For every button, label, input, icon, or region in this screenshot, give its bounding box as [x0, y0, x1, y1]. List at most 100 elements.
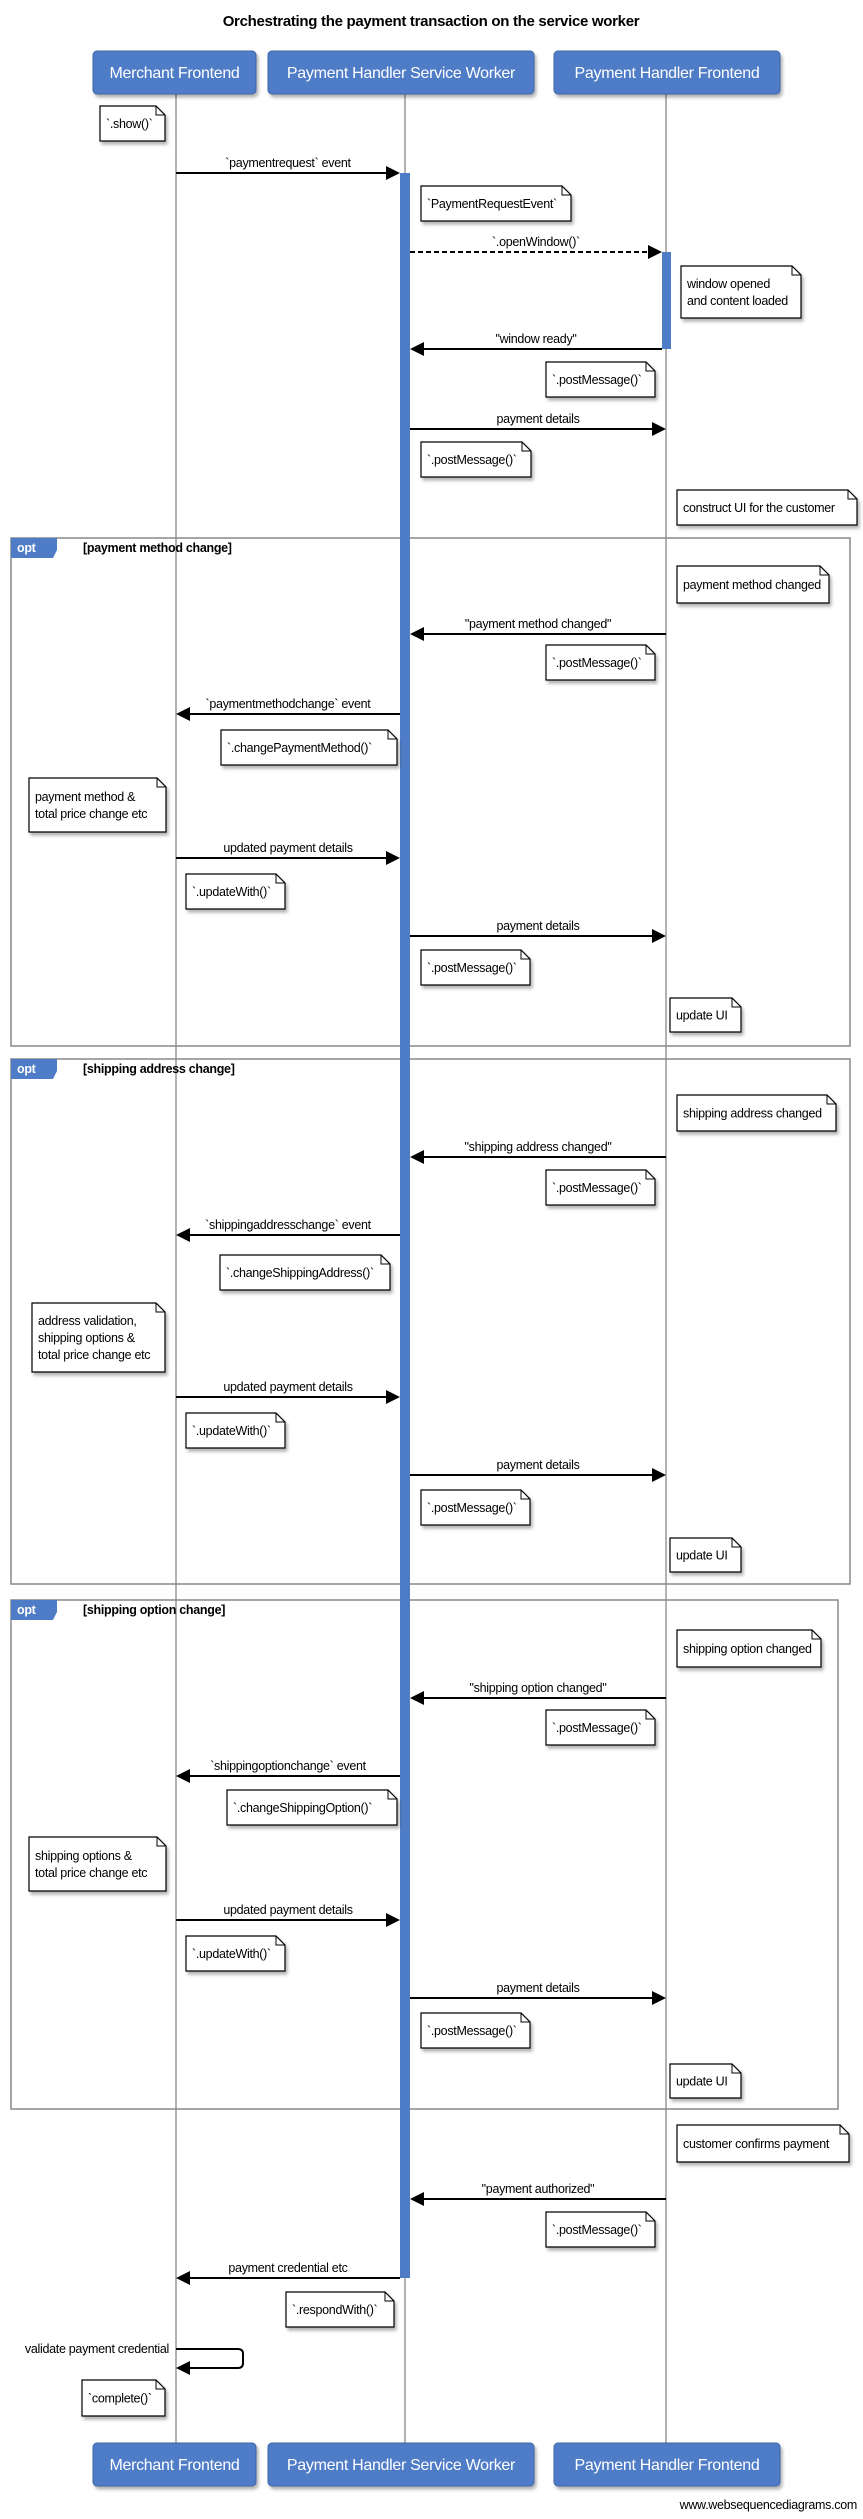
message-arrow: payment details	[410, 1981, 666, 2005]
note-text: `.updateWith()`	[192, 1424, 271, 1438]
message-label: "window ready"	[495, 332, 576, 346]
frame-condition: [shipping option change]	[83, 1603, 225, 1617]
note-text: shipping option changed	[683, 1642, 812, 1656]
note-text: `.postMessage()`	[552, 373, 642, 387]
note-text: `.postMessage()`	[427, 1501, 517, 1515]
note-text: `.postMessage()`	[427, 2024, 517, 2038]
note-text: `.postMessage()`	[427, 961, 517, 975]
message-arrow: updated payment details	[176, 1903, 400, 1927]
message-arrow: payment details	[410, 1458, 666, 1482]
note: `PaymentRequestEvent`	[420, 185, 572, 222]
note-text: shipping options &	[35, 1849, 133, 1863]
frame-operator: opt	[17, 1062, 37, 1076]
frame-condition: [payment method change]	[83, 541, 232, 555]
message-label: "shipping address changed"	[464, 1140, 611, 1154]
participant-payment-handler-service-worker: Payment Handler Service Worker	[267, 50, 535, 95]
note-text: customer confirms payment	[683, 2137, 830, 2151]
note-text: `.updateWith()`	[192, 1947, 271, 1961]
participant-payment-handler-service-worker: Payment Handler Service Worker	[267, 2442, 535, 2487]
note: shipping option changed	[676, 1629, 822, 1668]
message-label: `paymentmethodchange` event	[206, 697, 372, 711]
note-text: update UI	[676, 1009, 728, 1023]
note-text: construct UI for the customer	[683, 501, 835, 515]
note-text: address validation,	[38, 1314, 137, 1328]
participant-label: Payment Handler Service Worker	[287, 65, 516, 82]
message-arrow: `shippingoptionchange` event	[176, 1759, 400, 1783]
message-arrow: updated payment details	[176, 1380, 400, 1404]
note-text: payment method &	[35, 790, 136, 804]
note-text: `.postMessage()`	[552, 1181, 642, 1195]
message-label: `.openWindow()`	[492, 235, 580, 249]
message-arrow: `paymentmethodchange` event	[176, 697, 400, 721]
note-text: `.show()`	[106, 117, 153, 131]
message-label: payment details	[496, 919, 579, 933]
note: `.updateWith()`	[185, 873, 286, 910]
message-label: `shippingaddresschange` event	[205, 1218, 372, 1232]
note-text: shipping address changed	[683, 1107, 822, 1121]
activation-bar	[662, 252, 671, 349]
note: `.respondWith()`	[285, 2291, 395, 2328]
message-arrow: "payment authorized"	[410, 2182, 666, 2206]
note: `.postMessage()`	[545, 1169, 656, 1206]
note-text: shipping options &	[38, 1331, 136, 1345]
participant-payment-handler-frontend: Payment Handler Frontend	[553, 2442, 781, 2487]
note: `.postMessage()`	[545, 1709, 656, 1746]
message-label: "payment method changed"	[465, 617, 611, 631]
watermark[interactable]: www.websequencediagrams.com	[679, 2498, 858, 2512]
note: `.updateWith()`	[185, 1412, 286, 1449]
message-arrow: payment details	[410, 412, 666, 436]
note: `.postMessage()`	[420, 441, 532, 478]
note: `complete()`	[81, 2379, 166, 2417]
note-text: `.changeShippingOption()`	[233, 1801, 372, 1815]
message-label: updated payment details	[223, 1903, 352, 1917]
note-text: `.postMessage()`	[552, 656, 642, 670]
frame-operator-tab	[11, 538, 57, 558]
note: update UI	[669, 997, 742, 1033]
opt-frame: opt [shipping address change]	[10, 1058, 851, 1585]
note: `.show()`	[99, 105, 166, 142]
note: `.postMessage()`	[420, 2012, 531, 2049]
note: `.postMessage()`	[545, 361, 656, 398]
note: customer confirms payment	[676, 2124, 850, 2163]
note-text: update UI	[676, 2075, 728, 2089]
note-text: `.postMessage()`	[427, 453, 517, 467]
note-text: and content loaded	[687, 294, 788, 308]
frame-operator-tab	[11, 1600, 57, 1620]
message-label: "payment authorized"	[482, 2182, 595, 2196]
note: construct UI for the customer	[676, 489, 858, 526]
self-message-arrow: validate payment credential	[25, 2342, 244, 2375]
participant-payment-handler-frontend: Payment Handler Frontend	[553, 50, 781, 95]
message-arrow: `paymentrequest` event	[176, 156, 400, 180]
message-label: payment details	[496, 412, 579, 426]
note-text: `complete()`	[88, 2392, 152, 2406]
message-arrow: "shipping address changed"	[410, 1140, 666, 1164]
diagram-title: Orchestrating the payment transaction on…	[223, 13, 640, 30]
note-text: window opened	[686, 277, 770, 291]
frame-operator: opt	[17, 1603, 37, 1617]
note: `.postMessage()`	[420, 949, 531, 986]
note-text: `.postMessage()`	[552, 2223, 642, 2237]
note-text: payment method changed	[683, 578, 821, 592]
note: `.changeShippingOption()`	[226, 1789, 398, 1826]
message-arrow: `shippingaddresschange` event	[176, 1218, 400, 1242]
note: shipping address changed	[676, 1094, 837, 1132]
note-text: `.postMessage()`	[552, 1721, 642, 1735]
message-arrow: "payment method changed"	[410, 617, 666, 641]
message-arrow: `.openWindow()`	[410, 235, 662, 259]
message-label: `shippingoptionchange` event	[210, 1759, 366, 1773]
note-text: `.respondWith()`	[292, 2303, 378, 2317]
message-label: payment details	[496, 1981, 579, 1995]
note-text: `.updateWith()`	[192, 885, 271, 899]
message-arrow: "window ready"	[410, 332, 662, 356]
opt-frame: opt [shipping option change]	[10, 1599, 839, 2110]
message-label: updated payment details	[223, 1380, 352, 1394]
note: `.updateWith()`	[185, 1935, 286, 1972]
frame-condition: [shipping address change]	[83, 1062, 235, 1076]
note: `.postMessage()`	[545, 644, 656, 681]
note-text: total price change etc	[38, 1348, 150, 1362]
note: payment method changed	[676, 565, 830, 604]
frame-operator: opt	[17, 541, 37, 555]
note: update UI	[669, 1537, 742, 1573]
message-arrow: payment details	[410, 919, 666, 943]
